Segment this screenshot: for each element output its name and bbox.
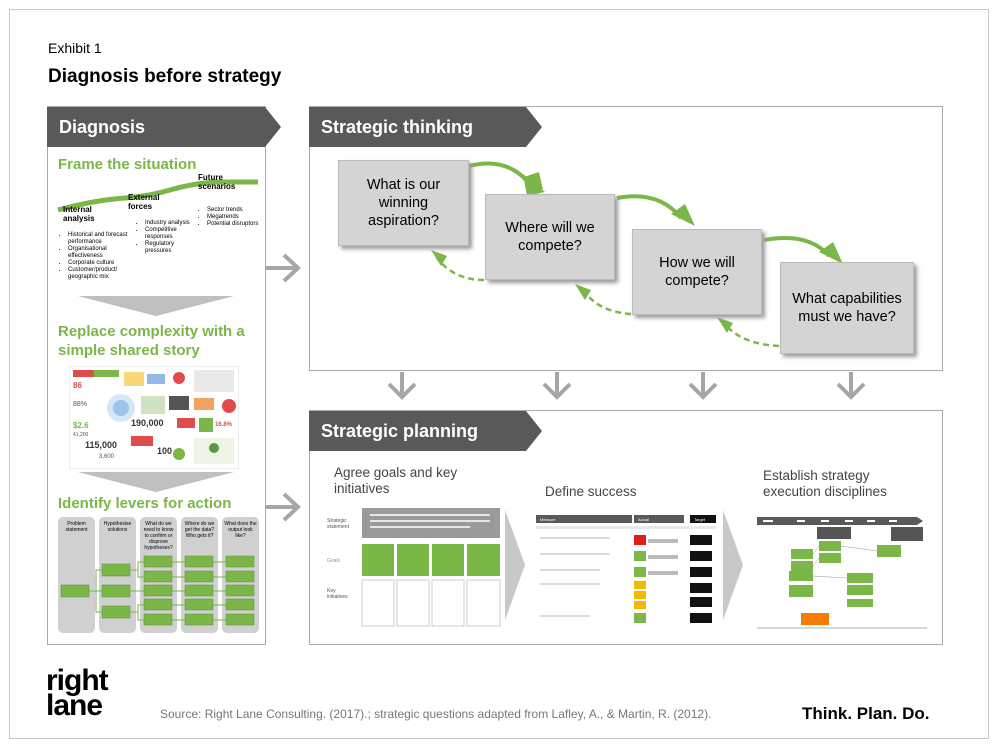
tagline: Think. Plan. Do.: [802, 704, 930, 723]
svg-text:3,600: 3,600: [99, 454, 115, 460]
svg-text:16.8%: 16.8%: [215, 422, 233, 428]
issue-tree: Problem statement Hypothesise solutions …: [58, 517, 259, 633]
goals-row-label: Strategic statement: [327, 518, 349, 530]
down-chevron-arrow: [78, 472, 234, 492]
question-text: What capabilities must we have?: [792, 291, 902, 325]
down-chevron-arrow: [78, 296, 234, 316]
logo-text-top: right: [46, 664, 109, 697]
exhibit-label: Exhibit 1: [48, 40, 102, 56]
svg-text:88%: 88%: [73, 401, 87, 408]
goals-row-label: Goals: [327, 558, 341, 564]
exhibit-frame: [9, 9, 989, 739]
internal-analysis-label: Internal analysis: [63, 205, 95, 223]
thinking-header: Strategic thinking: [309, 107, 542, 147]
svg-text:86: 86: [73, 381, 82, 390]
shared-story-infographic: 86 88% $2.6 41,200 190,000 16.8% 115,000…: [69, 366, 239, 469]
arrow-down-icon: [542, 372, 572, 400]
list-item: Regulatory pressures: [145, 241, 195, 255]
list-item: Sector trends: [207, 207, 267, 214]
goals-row-label: Key initiatives: [327, 588, 348, 600]
issue-tree-col-label: Where do we get the data? Who gets it?: [184, 521, 215, 539]
frame-heading: Frame the situation: [58, 156, 197, 173]
internal-analysis-list: Historical and forecast performance Orga…: [58, 232, 140, 281]
success-dashboard-thumbnail: Measure Actual Target: [536, 515, 716, 623]
issue-tree-col-label: What do we need to know to confirm or di…: [143, 521, 174, 551]
levers-heading: Identify levers for action: [58, 495, 232, 512]
issue-tree-col-label: What does the output look like?: [224, 521, 257, 539]
step-heading: Define success: [545, 484, 637, 499]
issue-tree-boxes: [60, 555, 255, 626]
step-heading: Establish strategy execution disciplines: [763, 468, 887, 499]
list-item: Industry analysis: [145, 220, 195, 227]
list-item: Customer/product/ geographic mix: [68, 267, 140, 281]
success-header-label: Target: [694, 517, 706, 522]
question-text: What is our winning aspiration?: [366, 177, 441, 229]
question-box: Where will we compete?: [485, 194, 615, 280]
issue-tree-column: [58, 517, 95, 633]
step-heading: Agree goals and key initiatives: [334, 465, 458, 496]
svg-text:41,200: 41,200: [73, 432, 89, 438]
svg-text:$2.6: $2.6: [73, 421, 89, 430]
list-item: Megatrends: [207, 214, 267, 221]
list-item: Organisational effectiveness: [68, 246, 140, 260]
page-title: Diagnosis before strategy: [48, 66, 282, 87]
list-item: Potential disruptors: [207, 221, 267, 228]
replace-heading: Replace complexity with a simple shared …: [58, 323, 245, 359]
frame-curve-graphic: [57, 179, 258, 212]
external-forces-list: Industry analysis Competitive responses …: [135, 220, 195, 255]
planning-header: Strategic planning: [309, 411, 542, 451]
issue-tree-col-label: Problem statement: [65, 521, 88, 533]
arrow-right-icon: [266, 492, 301, 522]
question-text: Where will we compete?: [505, 220, 595, 254]
right-lane-logo: right lane: [46, 664, 109, 722]
svg-text:115,000: 115,000: [85, 440, 117, 450]
svg-text:100: 100: [157, 446, 172, 456]
arrow-down-icon: [387, 372, 417, 400]
success-header-label: Measure: [540, 517, 556, 522]
list-item: Historical and forecast performance: [68, 232, 140, 246]
success-header-label: Actual: [638, 517, 649, 522]
question-box: What capabilities must we have?: [780, 262, 914, 354]
step-chevron: [723, 510, 743, 620]
diagnosis-header: Diagnosis: [47, 107, 281, 147]
question-box: What is our winning aspiration?: [338, 160, 469, 246]
step-chevron: [505, 510, 525, 620]
source-note: Source: Right Lane Consulting. (2017).; …: [160, 707, 712, 721]
logo-text-bottom: lane: [46, 689, 103, 722]
question-text: How we will compete?: [659, 255, 735, 289]
svg-text:190,000: 190,000: [131, 418, 164, 428]
future-scenarios-list: Sector trends Megatrends Potential disru…: [197, 207, 267, 228]
goals-thumbnail: [361, 508, 501, 627]
future-scenarios-label: Future scenarios: [198, 173, 236, 191]
roadmap-thumbnail: [757, 517, 927, 629]
arrow-right-icon: [266, 253, 301, 283]
external-forces-label: External forces: [128, 193, 160, 211]
cascade-arrows: [431, 161, 843, 348]
list-item: Competitive responses: [145, 227, 195, 241]
arrow-down-icon: [688, 372, 718, 400]
issue-tree-col-label: Hypothesise solutions: [103, 521, 132, 533]
list-item: Corporate culture: [68, 260, 140, 267]
question-box: How we will compete?: [632, 229, 762, 315]
arrow-down-icon: [836, 372, 866, 400]
